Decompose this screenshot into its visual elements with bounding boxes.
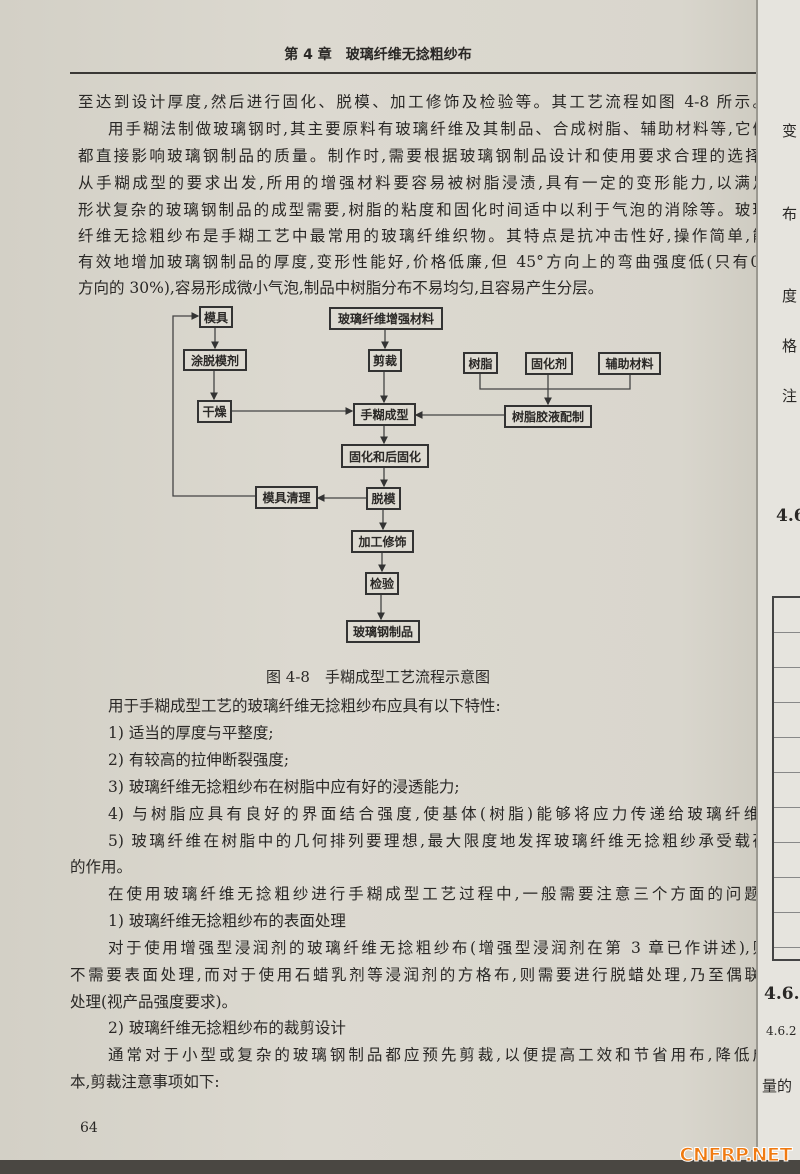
scan-edge <box>0 1160 800 1174</box>
sub-heading: 2) 玻璃纤维无捻粗纱布的裁剪设计 <box>108 1019 346 1037</box>
text-fragment: 量的 <box>762 1077 793 1095</box>
box-inspect: 检验 <box>365 572 399 595</box>
loop-arrow <box>172 312 255 497</box>
box-product: 玻璃钢制品 <box>346 620 420 643</box>
box-release-agent: 涂脱模剂 <box>183 349 247 371</box>
section-number: 4.6.2 <box>766 1024 797 1038</box>
text-fragment: 布 <box>782 205 798 223</box>
text-line: 用手糊法制做玻璃钢时,其主要原料有玻璃纤维及其制品、合成树脂、辅助材料等,它们 <box>108 120 756 138</box>
text-line: 在使用玻璃纤维无捻粗纱进行手糊成型工艺过程中,一般需要注意三个方面的问题: <box>108 885 756 903</box>
figure-caption: 图 4-8 手糊成型工艺流程示意图 <box>266 668 490 686</box>
box-reinforcement: 玻璃纤维增强材料 <box>329 307 443 330</box>
text-fragment: 变 <box>782 122 798 140</box>
text-fragment: 格 <box>782 337 798 355</box>
text-line: 通常对于小型或复杂的玻璃钢制品都应预先剪裁,以便提高工效和节省用布,降低成 <box>108 1046 756 1064</box>
text-line: 处理(视产品强度要求)。 <box>70 993 238 1011</box>
box-dry: 干燥 <box>197 400 232 423</box>
running-header: 第 4 章 玻璃纤维无捻粗纱布 <box>284 47 472 63</box>
box-curing-agent: 固化剂 <box>525 352 573 375</box>
text-line: 本,剪裁注意事项如下: <box>70 1073 220 1091</box>
text-line: 有效地增加玻璃钢制品的厚度,变形性能好,价格低廉,但 45°方向上的弯曲强度低(… <box>78 253 756 271</box>
box-cut: 剪裁 <box>368 349 402 372</box>
list-item: 3) 玻璃纤维无捻粗纱布在树脂中应有好的浸透能力; <box>108 778 460 796</box>
text-line: 不需要表面处理,而对于使用石蜡乳剂等浸润剂的方格布,则需要进行脱蜡处理,乃至偶联 <box>70 966 756 984</box>
flowchart-connectors <box>172 312 631 621</box>
box-resin: 树脂 <box>463 352 498 374</box>
table-fragment <box>772 596 800 961</box>
list-item: 4) 与树脂应具有良好的界面结合强度,使基体(树脂)能够将应力传递给玻璃纤维; <box>108 805 756 823</box>
section-number: 4.6. <box>764 984 800 1004</box>
box-mold: 模具 <box>199 306 233 328</box>
text-line: 至达到设计厚度,然后进行固化、脱模、加工修饰及检验等。其工艺流程如图 4-8 所… <box>78 93 756 111</box>
right-page-edge: 变 布 度 格 注 4.6 4.6. 4.6.2 量的 <box>756 0 800 1160</box>
list-item: 2) 有较高的拉伸断裂强度; <box>108 751 290 769</box>
text-line: 从手糊成型的要求出发,所用的增强材料要容易被树脂浸渍,具有一定的变形能力,以满足 <box>78 174 756 192</box>
text-line: 对于使用增强型浸润剂的玻璃纤维无捻粗纱布(增强型浸润剂在第 3 章已作讲述),则 <box>108 939 756 957</box>
text-line: 的作用。 <box>70 858 133 876</box>
box-resin-prep: 树脂胶液配制 <box>504 405 592 428</box>
text-fragment: 度 <box>782 287 798 305</box>
text-line: 纤维无捻粗纱布是手糊工艺中最常用的玻璃纤维织物。其特点是抗冲击性好,操作简单,能 <box>78 227 756 245</box>
box-auxiliary: 辅助材料 <box>598 352 661 375</box>
text-line: 形状复杂的玻璃钢制品的成型需要,树脂的粘度和固化时间适中以利于气泡的消除等。玻璃 <box>78 201 756 219</box>
watermark-logo: CNFRP.NET <box>679 1144 793 1167</box>
resin-join-line <box>479 373 631 390</box>
left-page: 第 4 章 玻璃纤维无捻粗纱布 至达到设计厚度,然后进行固化、脱模、加工修饰及检… <box>0 0 756 1160</box>
sub-heading: 1) 玻璃纤维无捻粗纱布的表面处理 <box>108 912 346 930</box>
section-number: 4.6 <box>776 506 800 526</box>
text-line: 都直接影响玻璃钢制品的质量。制作时,需要根据玻璃钢制品设计和使用要求合理的选择, <box>78 147 756 165</box>
box-cure: 固化和后固化 <box>341 444 429 468</box>
header-rule <box>70 72 756 74</box>
list-item: 1) 适当的厚度与平整度; <box>108 724 274 742</box>
list-item: 5) 玻璃纤维在树脂中的几何排列要理想,最大限度地发挥玻璃纤维无捻粗纱承受载荷 <box>108 832 756 850</box>
text-line: 用于手糊成型工艺的玻璃纤维无捻粗纱布应具有以下特性: <box>108 697 501 715</box>
box-hand-layup: 手糊成型 <box>353 403 416 426</box>
box-finish: 加工修饰 <box>351 530 414 553</box>
text-line: 方向的 30%),容易形成微小气泡,制品中树脂分布不易均匀,且容易产生分层。 <box>78 279 604 297</box>
box-demold: 脱模 <box>366 487 401 510</box>
text-fragment: 注 <box>782 387 798 405</box>
page-number: 64 <box>80 1120 98 1136</box>
box-mold-clean: 模具清理 <box>255 486 318 509</box>
